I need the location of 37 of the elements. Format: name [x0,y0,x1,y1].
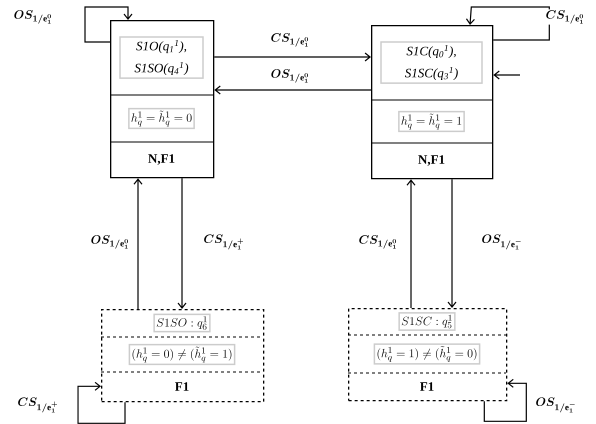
edge-label: $OS_{1/\mathrm{e}_1^{0}}$ [270,68,310,84]
state-label: N,F1 [148,154,174,165]
state-box [348,308,508,402]
state-label: S1C(q$_{0}$$^{1}$), S1SC(q$_{3}$$^{1}$) [380,41,483,84]
arrow [466,6,550,41]
state-label: F1 [175,382,189,391]
state-label: S1O(q$_{1}$$^{1}$), S1SO(q$_{4}$$^{1}$) [119,36,204,79]
arrow [448,179,456,308]
state-box [370,25,494,180]
arrow [493,70,520,80]
state-box [110,20,214,178]
edge-label: $CS_{1/\mathrm{e}_1^{+}}$ [202,234,246,250]
state-label: $(h_q^1=1)\neq(\tilde{h}_q^1=0)$ [374,343,480,365]
arrow [484,378,527,422]
edge-label: $CS_{1/\mathrm{e}_1^{0}}$ [270,32,310,48]
state-label: F1 [420,382,434,391]
state-label: $(h_q^1=0)\neq(\tilde{h}_q^1=1)$ [128,344,236,366]
arrow [77,382,126,424]
state-label: $h_q^1=\tilde{h}_q^1=0$ [128,108,195,130]
edge-label: $OS_{1/\mathrm{e}_1^{0}}$ [90,234,130,250]
arrow [84,6,132,43]
edge-label: $OS_{1/\mathrm{e}_1^{-}}$ [480,234,524,250]
arrow [214,86,371,94]
state-label: $S1SC:q_5^1$ [398,312,456,331]
edge-label: $OS_{1/\mathrm{e}_1^{-}}$ [534,396,578,414]
state-label: $S1SO:q_6^1$ [153,314,211,332]
arrow [178,178,186,309]
arrow [214,52,371,62]
edge-label: $CS_{1/\mathrm{e}_1^{+}}$ [16,396,60,414]
edge-label: $OS_{1/\mathrm{e}_1^{0}}$ [12,9,54,25]
arrow [406,179,416,308]
state-label: $h_q^1=\tilde{h}_q^1=1$ [398,110,465,132]
edge-label: $CS_{1/\mathrm{e}_1^{0}}$ [544,9,586,25]
edge-label: $CS_{1/\mathrm{e}_1^{0}}$ [358,234,398,250]
state-box [100,309,264,402]
arrow [134,178,142,309]
state-label: N,F1 [418,155,444,166]
